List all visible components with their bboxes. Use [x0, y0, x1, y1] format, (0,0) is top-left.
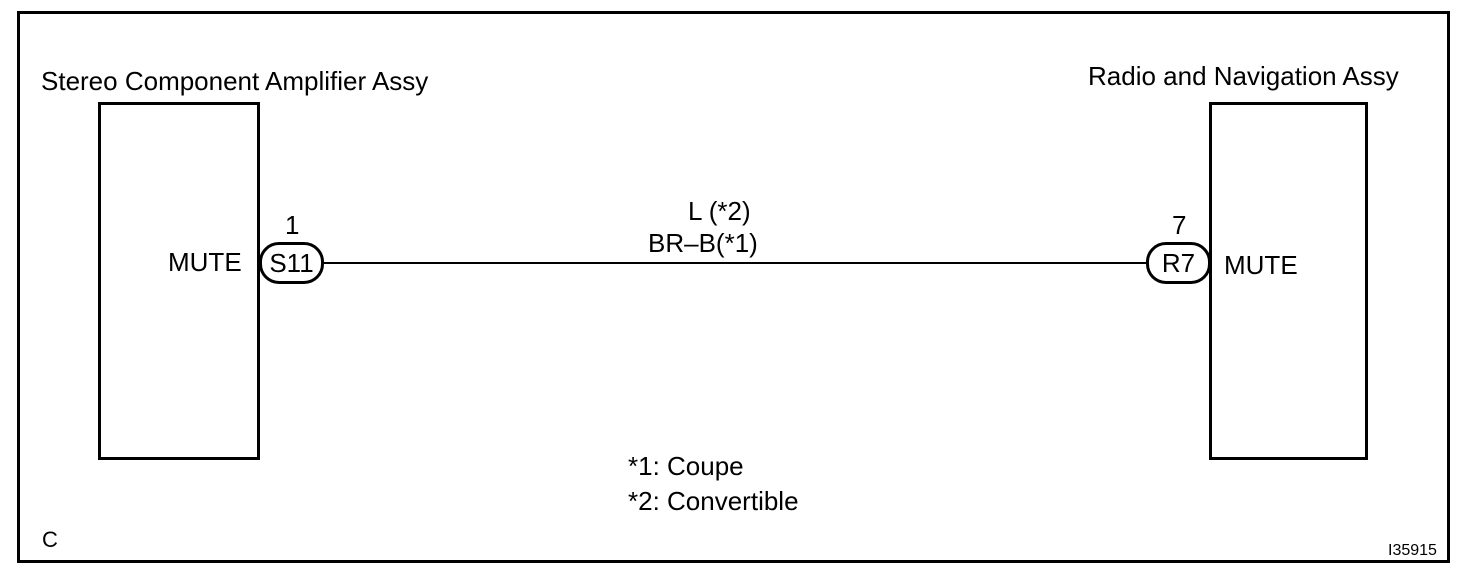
note-convertible: *2: Convertible — [628, 486, 799, 516]
right-component-box — [1209, 102, 1368, 460]
wire-color-coupe: BR–B(*1) — [648, 228, 758, 258]
wire-color-convertible: L (*2) — [688, 196, 751, 226]
note-coupe: *1: Coupe — [628, 451, 744, 481]
connection-wire — [322, 262, 1148, 264]
figure-id: I35915 — [1388, 542, 1437, 559]
right-pin-number: 7 — [1172, 210, 1187, 240]
left-component-title: Stereo Component Amplifier Assy — [41, 66, 429, 96]
connector-s11: S11 — [259, 242, 324, 284]
connector-s11-label: S11 — [269, 248, 314, 278]
right-terminal-name: MUTE — [1224, 250, 1298, 280]
left-terminal-name: MUTE — [168, 247, 242, 277]
corner-letter: C — [42, 527, 58, 552]
left-pin-number: 1 — [285, 210, 300, 240]
diagram-frame — [17, 11, 1450, 563]
connector-r7: R7 — [1146, 242, 1211, 284]
connector-r7-label: R7 — [1161, 248, 1196, 278]
right-component-title: Radio and Navigation Assy — [1088, 61, 1399, 91]
left-component-box — [98, 102, 260, 460]
